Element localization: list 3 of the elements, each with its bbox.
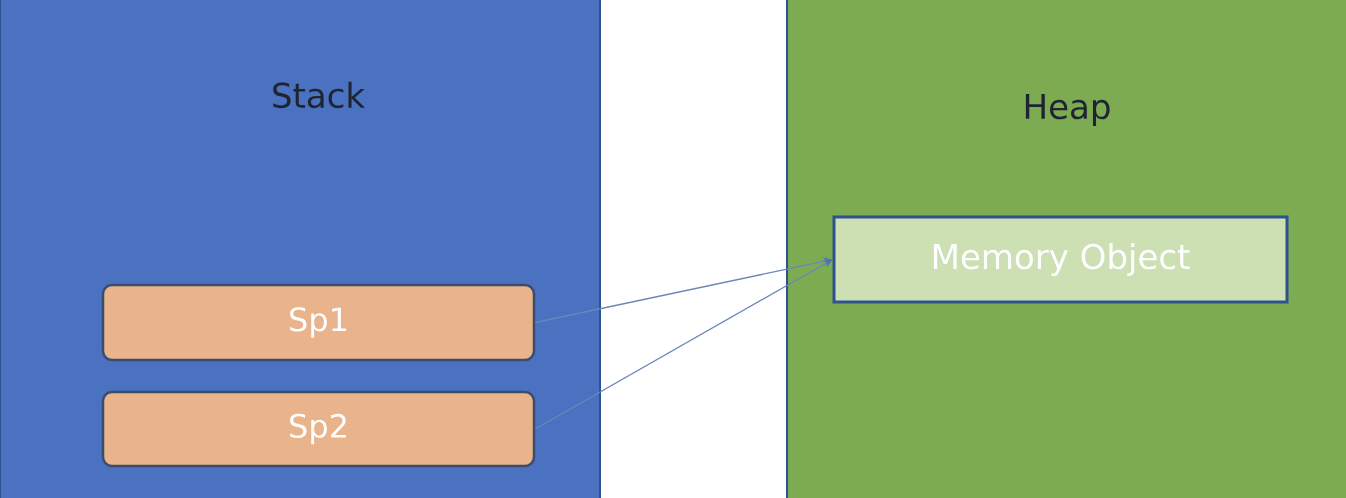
stack-frame-box: Sp1	[101, 283, 536, 362]
object-box: Memory Object	[832, 215, 1289, 304]
stack-frame-box: Sp2	[101, 390, 536, 468]
